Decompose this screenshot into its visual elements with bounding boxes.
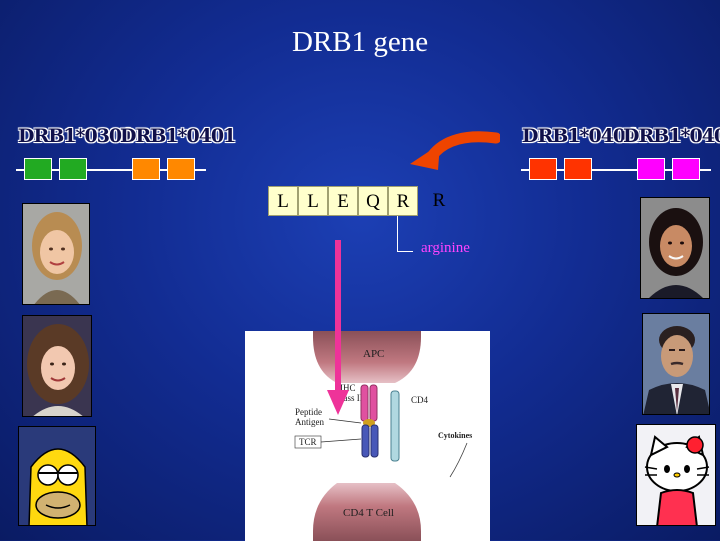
residue-bracket-line: [397, 251, 413, 252]
exon-green-2: [59, 158, 87, 180]
photo-man-suit: [642, 313, 710, 415]
tcr-label: TCR: [299, 437, 317, 447]
gene-strand-right: [521, 169, 711, 171]
slide-title: DRB1 gene: [291, 26, 429, 58]
apc-label: APC: [363, 348, 384, 360]
exon-orange-2: [167, 158, 195, 180]
peptide-label: Peptide: [295, 407, 322, 417]
cd4-cell-label: CD4 T Cell: [343, 507, 394, 519]
exon-magenta-1: [637, 158, 665, 180]
mhc-label: MHC: [335, 383, 356, 393]
allele-label-0401: DRB1*0401: [120, 125, 236, 147]
exon-green-1: [24, 158, 52, 180]
residue-box: L: [268, 186, 298, 216]
cytokines-label: Cytokines: [438, 431, 472, 440]
gene-strand-left: [16, 169, 206, 171]
pink-pointer-arrow-icon: [327, 240, 349, 415]
allele-label-0404: DRB1*0404: [522, 125, 638, 147]
tcr-molecule-shape: [361, 424, 379, 458]
apc-tcell-diagram: APC MHC Class II CD4 Peptide Antigen TCR…: [245, 331, 490, 541]
residue-bracket-line: [397, 216, 398, 252]
exon-red-2: [564, 158, 592, 180]
allele-label-0301: DRB1*0301: [18, 125, 134, 147]
residue-box: Q: [358, 186, 388, 216]
cytokine-curve: [449, 442, 468, 478]
residue-box-highlight: R: [388, 186, 418, 216]
cd4-molecule-shape: [390, 390, 400, 462]
photo-blonde-woman: [22, 203, 90, 305]
photo-hello-kitty-cartoon: [636, 424, 716, 526]
class-ii-label: Class II: [335, 393, 363, 403]
residue-box: L: [298, 186, 328, 216]
mhc-molecule-shape: [360, 384, 378, 422]
photo-homer-cartoon: [18, 426, 96, 526]
tcell-shape: [313, 483, 421, 541]
arginine-label: arginine: [421, 240, 470, 256]
exon-red-1: [529, 158, 557, 180]
residue-box: R: [432, 190, 446, 211]
peptide-pointer-line: [328, 418, 362, 424]
residue-box: E: [328, 186, 358, 216]
cd4-label: CD4: [411, 395, 429, 405]
allele-label-0405: DRB1*0405: [623, 125, 720, 147]
exon-orange-1: [132, 158, 160, 180]
exon-magenta-2: [672, 158, 700, 180]
tcr-pointer-line: [320, 438, 362, 443]
curved-arrow-icon: [410, 131, 500, 170]
antigen-label: Antigen: [295, 417, 324, 427]
photo-dark-hair-woman: [640, 197, 710, 299]
photo-curly-hair-woman: [22, 315, 92, 417]
